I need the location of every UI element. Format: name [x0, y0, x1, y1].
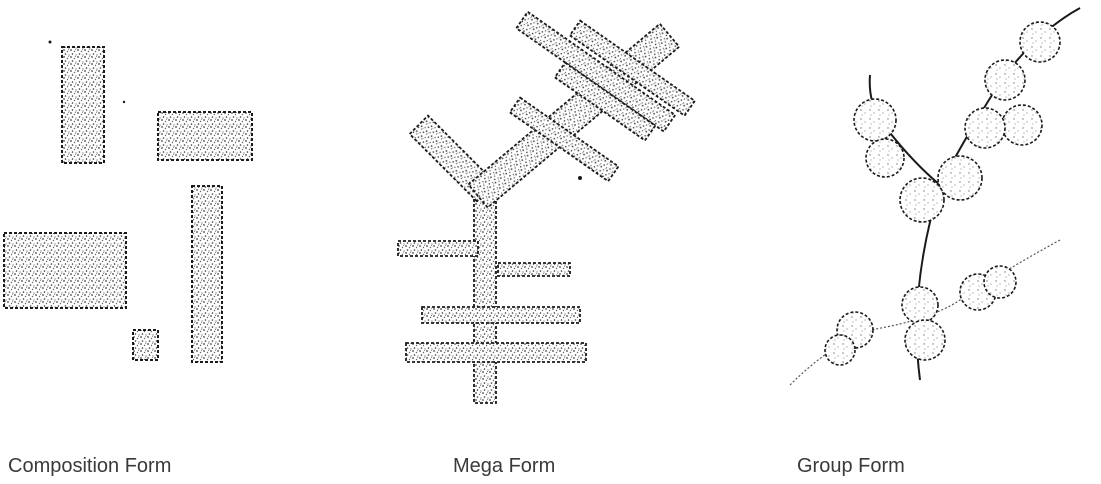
- composition-block-small: [132, 329, 159, 361]
- caption-composition-form: Composition Form: [8, 455, 172, 477]
- group-form-figure: [760, 0, 1101, 420]
- caption-group-form: Group Form: [797, 455, 905, 477]
- composition-block-tall-left: [61, 46, 105, 164]
- group-circle-6: [899, 177, 945, 223]
- group-circle-4: [964, 107, 1006, 149]
- composition-form-figure: [0, 0, 300, 420]
- group-circle-11: [983, 265, 1017, 299]
- mega-trunk: [473, 187, 497, 404]
- composition-block-tall-right: [191, 185, 223, 363]
- mega-arm-middle: [508, 96, 620, 183]
- mega-arm-upper: [568, 19, 697, 117]
- group-circle-9: [901, 286, 939, 324]
- mega-bar-2: [497, 262, 571, 277]
- caption-mega-form: Mega Form: [453, 455, 556, 477]
- group-circle-1: [1019, 21, 1061, 63]
- mega-bar-3: [421, 306, 581, 324]
- mega-form-figure: [370, 0, 730, 420]
- mega-bar-1: [397, 240, 479, 257]
- group-circle-2: [984, 59, 1026, 101]
- group-circle-13: [824, 334, 856, 366]
- composition-block-top-right: [157, 111, 253, 161]
- group-circle-14: [904, 319, 946, 361]
- mega-bar-4: [405, 342, 587, 363]
- group-circle-3: [1001, 104, 1043, 146]
- mega-arm-lower: [553, 61, 657, 142]
- composition-block-large: [3, 232, 127, 309]
- group-circle-7: [853, 98, 897, 142]
- group-circle-8: [865, 138, 905, 178]
- group-circle-5: [937, 155, 983, 201]
